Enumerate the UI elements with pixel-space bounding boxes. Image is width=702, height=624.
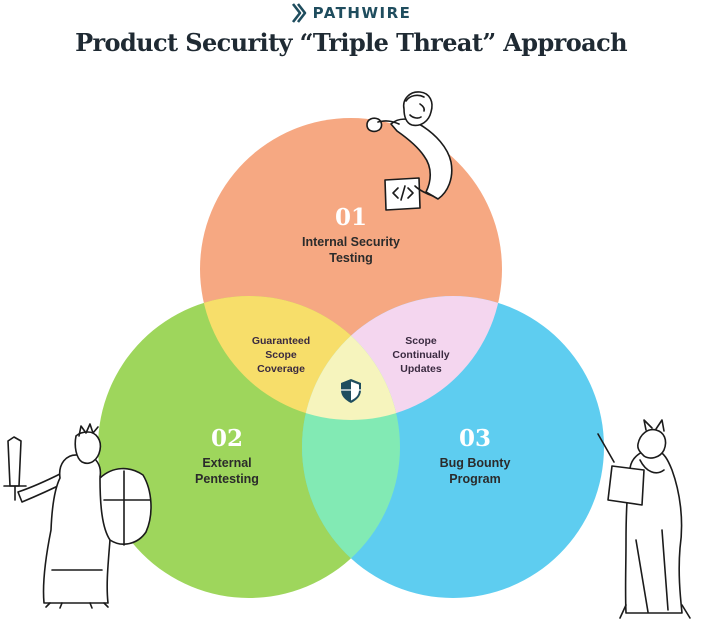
- circle-number-01: 01: [335, 204, 367, 231]
- scholar-figure: [597, 419, 691, 619]
- circle-label-line: Bug Bounty: [440, 456, 511, 470]
- brand-header: PATHWIRE: [0, 2, 702, 24]
- warrior-figure: [3, 423, 152, 609]
- overlap-label-line: Scope: [405, 335, 437, 347]
- circle-label-line: Internal Security: [302, 235, 400, 249]
- circle-label-line: Testing: [329, 251, 373, 265]
- brand-name: PATHWIRE: [312, 4, 412, 22]
- page-title: Product Security “Triple Threat” Approac…: [75, 28, 627, 57]
- circle-label-line: Pentesting: [195, 472, 259, 486]
- pathwire-logo-icon: [291, 3, 306, 23]
- circle-number-03: 03: [459, 425, 491, 452]
- shield-icon: [341, 379, 361, 403]
- overlap-label-line: Scope: [265, 349, 297, 361]
- overlap-label-line: Continually: [392, 349, 449, 361]
- overlap-label-line: Coverage: [257, 363, 305, 375]
- thinker-figure: [366, 91, 453, 211]
- circle-number-02: 02: [211, 425, 243, 452]
- overlap-center: [302, 296, 400, 420]
- overlap-label-line: Updates: [400, 363, 442, 375]
- circle-label-line: External: [202, 456, 251, 470]
- overlap-label-line: Guaranteed: [252, 335, 310, 347]
- circle-label-line: Program: [449, 472, 500, 486]
